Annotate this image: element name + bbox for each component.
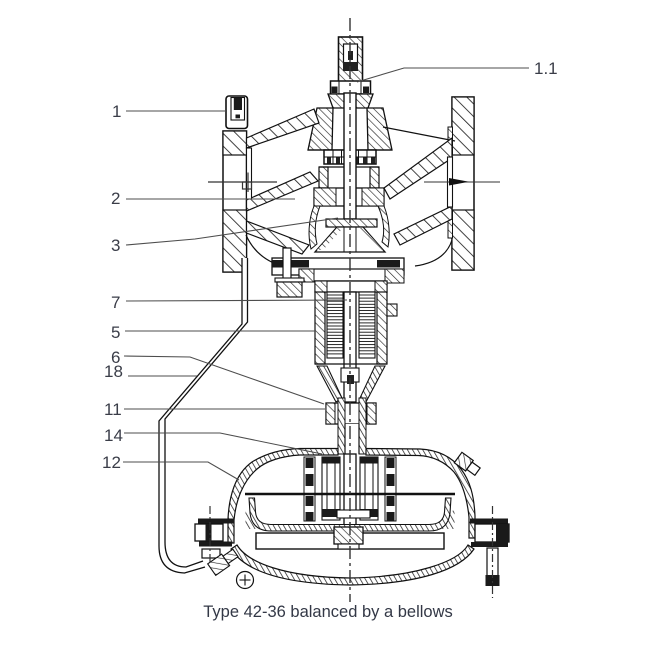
svg-text:14: 14	[104, 426, 123, 445]
svg-text:12: 12	[102, 453, 121, 472]
svg-text:1: 1	[112, 102, 121, 121]
svg-text:18: 18	[104, 362, 123, 381]
svg-text:7: 7	[111, 293, 120, 312]
svg-text:1.1: 1.1	[534, 59, 558, 78]
svg-text:2: 2	[111, 189, 120, 208]
svg-text:Type 42-36 balanced by a bello: Type 42-36 balanced by a bellows	[203, 603, 453, 621]
svg-text:3: 3	[111, 236, 120, 255]
svg-text:5: 5	[111, 323, 120, 342]
svg-text:11: 11	[104, 400, 122, 419]
svg-text:6: 6	[111, 348, 120, 367]
